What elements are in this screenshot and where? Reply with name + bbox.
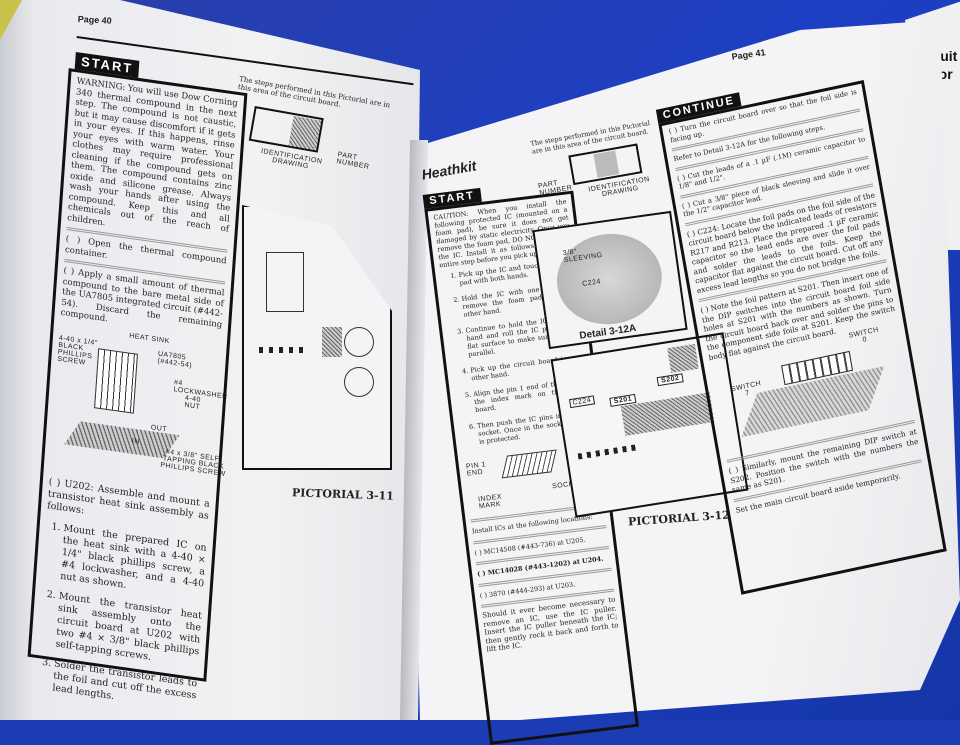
heat-sink-drawing [94, 347, 138, 414]
fig-label: HEAT SINK [128, 332, 170, 345]
substep: Mount the prepared IC on the heat sink w… [60, 522, 207, 602]
fig-label: #4 x 3/8" SELF-TAPPING BLACK PHILLIPS SC… [160, 447, 226, 478]
detail-3-12a: 3/8" SLEEVING C224 Detail 3-12A [532, 210, 688, 350]
substep: Mount the transistor heat sink assembly … [55, 590, 202, 670]
heat-sink-figure: HEAT SINK 4-40 x 1/4" BLACK PHILLIPS SCR… [50, 322, 228, 494]
board-label: C224 [568, 395, 595, 409]
board-label: S202 [656, 373, 685, 387]
part-number-label: PART NUMBER [335, 151, 370, 171]
fig-label: IN [131, 437, 141, 446]
fig-label: INDEX MARK [477, 493, 503, 511]
warning-text: WARNING: You will use Dow Corning 340 th… [66, 76, 238, 235]
fig-label: PIN 1 END [465, 461, 487, 478]
page-number: Page 41 [730, 47, 767, 62]
fig-label: UA7805 (#442-54) [157, 350, 193, 370]
part-number-label: PART NUMBER [537, 179, 573, 198]
